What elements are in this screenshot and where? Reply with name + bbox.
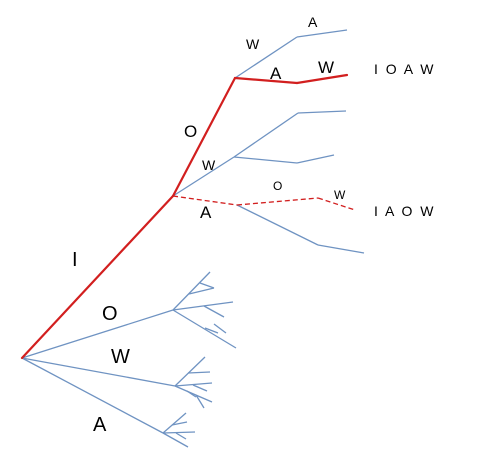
label-I-A: A: [200, 203, 212, 222]
cluster-A: [162, 412, 196, 448]
cluster-O: [172, 271, 237, 349]
label-IAO-W: W: [334, 188, 346, 202]
tree-branches: [21, 29, 365, 448]
label-I-W: W: [202, 157, 216, 173]
label-I-O: O: [184, 122, 197, 141]
label-root-A: A: [93, 414, 107, 436]
label-IA-O: O: [273, 179, 282, 193]
dashed-path-IAOW: [172, 195, 356, 211]
branch-root-A: [21, 357, 164, 434]
sequence-upper: I O A W: [374, 61, 435, 77]
branch-root-O: [21, 309, 174, 359]
label-IOW-A: A: [308, 14, 318, 30]
label-root-W: W: [111, 346, 130, 368]
label-IO-W: W: [246, 36, 260, 52]
sequence-lower: I A O W: [374, 203, 435, 219]
label-IO-A: A: [270, 64, 282, 83]
label-root-I: I: [72, 249, 78, 271]
highlight-path-IOAW: [20, 73, 349, 360]
subtree-IOW: [234, 29, 348, 79]
label-IOA-W: W: [318, 58, 334, 77]
label-root-O: O: [102, 303, 118, 325]
subtree-IW: [172, 110, 347, 197]
branch-root-W: [21, 357, 176, 387]
subtree-IA: [236, 204, 365, 254]
cluster-W: [174, 356, 213, 409]
